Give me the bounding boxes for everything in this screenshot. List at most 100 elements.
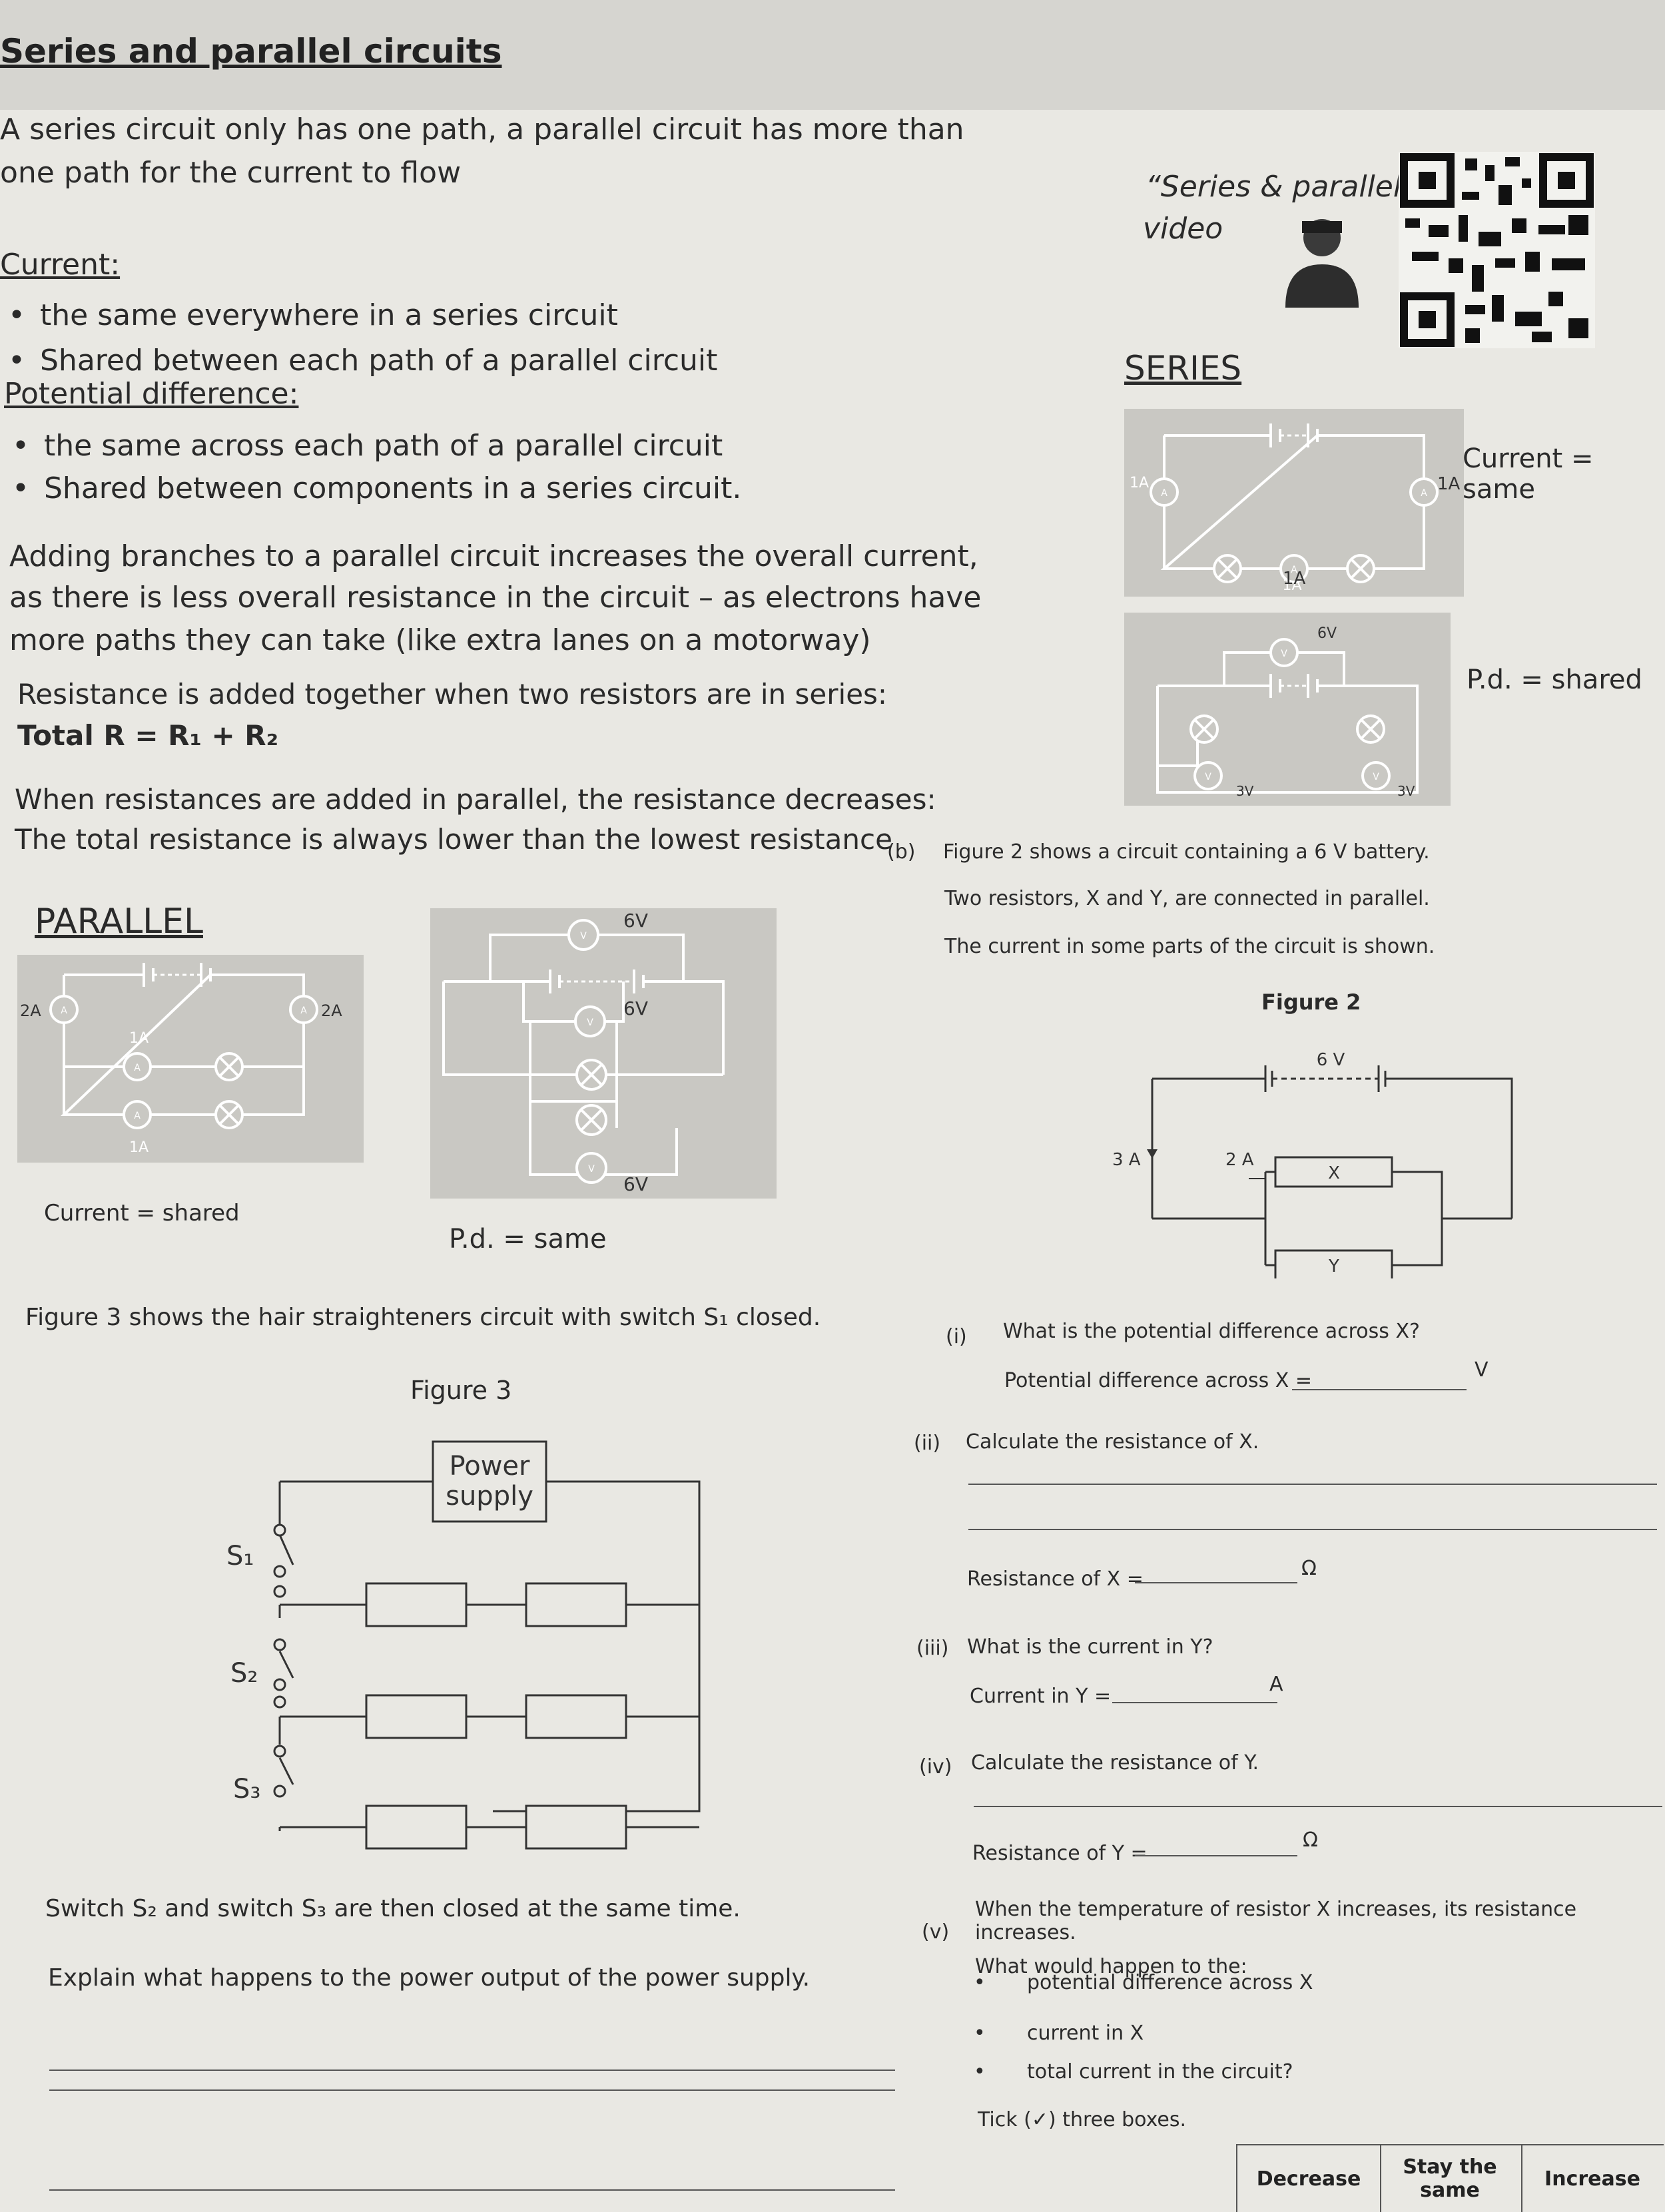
q-ii-label: (ii) [914, 1432, 941, 1455]
series-a1: 1A [1130, 475, 1149, 491]
svg-text:A: A [300, 1005, 307, 1016]
figure3-after-1: Switch S₂ and switch S₃ are then closed … [45, 1895, 741, 1922]
answer-line-2[interactable] [49, 2089, 895, 2091]
q-iii-answer-prefix: Current in Y = [970, 1685, 1112, 1708]
figure3-diagram: Power supply S₁ S₂ S₃ [226, 1440, 701, 1850]
resistor-y [1274, 1249, 1393, 1278]
header-band [0, 0, 1665, 110]
q-v-item-2-text: current in X [1027, 2022, 1144, 2045]
q-i-question: What is the potential difference across … [1003, 1320, 1420, 1343]
power-supply-box [432, 1440, 547, 1523]
qr-code[interactable] [1399, 152, 1595, 348]
parallel-lamp-4 [575, 1104, 607, 1136]
parallel-pd-diagram: V V V 6V 6V 6V [430, 908, 777, 1199]
q-ii-work-line-1[interactable] [968, 1484, 1657, 1485]
resistor-6 [525, 1804, 627, 1850]
series-a4: 1A [1283, 569, 1306, 589]
figure3-intro: Figure 3 shows the hair straighteners ci… [25, 1304, 821, 1331]
parallel-ammeter-branch-1: A [123, 1052, 152, 1081]
parallel-a-left: 2A [20, 1001, 41, 1020]
resistance-parallel-line-2: The total resistance is always lower tha… [15, 823, 892, 856]
svg-text:A: A [61, 1005, 67, 1016]
series-heading: SERIES [1124, 349, 1242, 388]
svg-text:V: V [580, 931, 587, 942]
parallel-v-mid: 6V [623, 997, 648, 1019]
page-title: Series and parallel circuits [0, 32, 502, 71]
answer-line-3[interactable] [49, 2189, 895, 2191]
pd-bullet-2: Shared between components in a series ci… [12, 467, 741, 510]
q-iv-work-line[interactable] [974, 1806, 1662, 1807]
power-supply-label-1: Power [450, 1451, 530, 1482]
q-v-line-2: What would happen to the: [975, 1955, 1247, 1978]
resistance-parallel-line-1: When resistances are added in parallel, … [15, 783, 936, 816]
q-ii-answer-line[interactable] [1135, 1582, 1297, 1583]
series-a2: 1A [1437, 474, 1461, 494]
q-iv-answer-prefix: Resistance of Y = [972, 1842, 1148, 1865]
q-iii-answer-line[interactable] [1112, 1702, 1277, 1703]
parallel-ammeter-right: A [289, 995, 318, 1024]
resistor-x-label: X [1328, 1163, 1340, 1183]
parallel-a-mid2: 1A [129, 1139, 149, 1156]
current-heading: Current: [0, 248, 121, 282]
q-i-unit: V [1475, 1358, 1489, 1382]
parallel-voltmeter-mid: V [574, 1005, 606, 1037]
presenter-avatar [1285, 219, 1359, 308]
pd-bullet-1: the same across each path of a parallel … [12, 425, 723, 467]
switch-s3-label: S₃ [233, 1774, 260, 1804]
q-iii-question: What is the current in Y? [967, 1635, 1213, 1659]
series-lamp-2 [1346, 554, 1375, 583]
col-increase: Increase [1521, 2144, 1664, 2212]
resistor-3 [365, 1694, 468, 1739]
figure2-current-x: 2 A [1225, 1150, 1254, 1170]
q-iv-question: Calculate the resistance of Y. [971, 1751, 1259, 1775]
q-v-item-1-text: potential difference across X [1027, 1971, 1313, 1994]
q-i-answer-line[interactable] [1292, 1389, 1467, 1390]
q-v-instruction: Tick (✓) three boxes. [978, 2108, 1187, 2131]
q-i-label: (i) [946, 1325, 967, 1348]
resistor-y-label: Y [1328, 1256, 1339, 1276]
resistor-5 [365, 1804, 468, 1850]
question-b-label: (b) [887, 840, 916, 864]
parallel-ammeter-left: A [49, 995, 79, 1024]
series-ammeter-right: A [1409, 477, 1439, 507]
parallel-lamp-1 [214, 1052, 244, 1081]
video-label-1: “Series & parallel” [1146, 170, 1417, 204]
q-iii-label: (iii) [916, 1637, 949, 1660]
parallel-voltmeter-top: V [567, 919, 599, 951]
figure3-after-2: Explain what happens to the power output… [48, 1964, 811, 1992]
q-iv-unit: Ω [1303, 1828, 1318, 1852]
series-lamp-1 [1213, 554, 1242, 583]
switch-s1-label: S₁ [226, 1541, 254, 1571]
question-b-line-3: The current in some parts of the circuit… [944, 935, 1435, 958]
svg-text:A: A [134, 1063, 141, 1073]
svg-text:A: A [134, 1111, 141, 1121]
series-pd-label: P.d. = shared [1467, 665, 1642, 695]
svg-text:V: V [588, 1164, 595, 1175]
series-v-right: 3V [1397, 783, 1415, 799]
series-v-left: 3V [1236, 783, 1254, 799]
q-v-item-1: •potential difference across X [974, 1971, 1313, 1994]
series-voltmeter-left: V [1193, 761, 1223, 790]
svg-text:A: A [1161, 488, 1167, 499]
resistor-x [1274, 1156, 1393, 1188]
series-lamp-3 [1189, 714, 1219, 744]
pd-heading: Potential difference: [4, 377, 299, 411]
branches-line-3: more paths they can take (like extra lan… [9, 623, 871, 657]
switch-s2-label: S₂ [230, 1658, 258, 1689]
series-ammeter-mid: A [1279, 554, 1309, 583]
parallel-voltmeter-bottom: V [575, 1152, 607, 1184]
parallel-lamp-3 [575, 1059, 607, 1091]
svg-text:V: V [1281, 649, 1287, 659]
video-label-2: video [1143, 212, 1223, 246]
q-iv-label: (iv) [919, 1755, 952, 1779]
q-ii-answer-prefix: Resistance of X = [967, 1567, 1144, 1591]
q-v-label: (v) [922, 1920, 950, 1944]
answer-line-1[interactable] [49, 2070, 895, 2071]
q-v-item-2: •current in X [974, 2022, 1144, 2045]
branches-line-1: Adding branches to a parallel circuit in… [9, 539, 978, 573]
q-iv-answer-line[interactable] [1135, 1855, 1297, 1856]
resistance-series-line: Resistance is added together when two re… [17, 678, 888, 710]
q-ii-work-line-2[interactable] [968, 1529, 1657, 1530]
current-bullet-2: Shared between each path of a parallel c… [8, 340, 717, 382]
current-bullet-1: the same everywhere in a series circuit [8, 294, 618, 337]
